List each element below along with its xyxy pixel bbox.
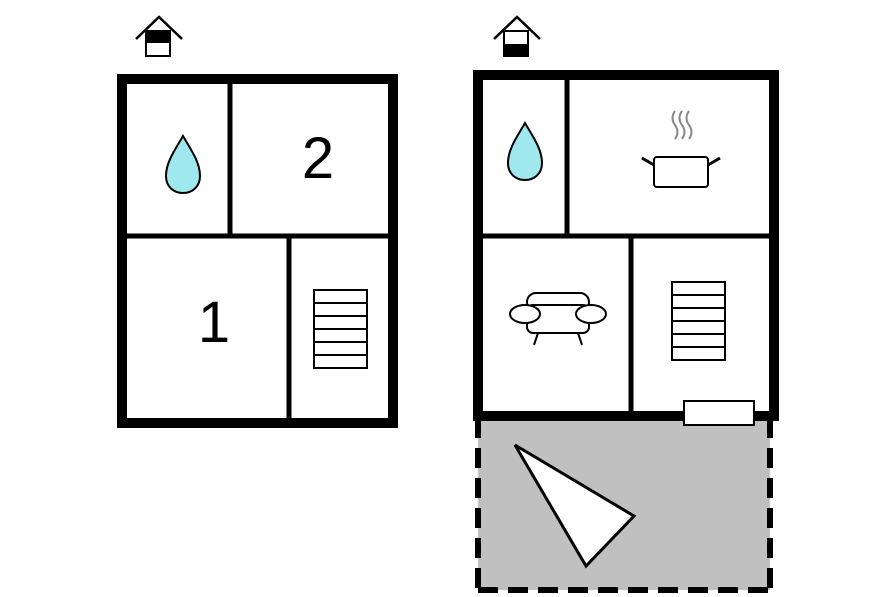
water-drop-icon: [506, 120, 544, 182]
stairs-icon: [671, 281, 726, 361]
room-label-2: 2: [302, 126, 334, 191]
room-label-1: 1: [198, 290, 230, 355]
upper-floor-outer-wall: [117, 74, 398, 428]
house-ground-floor-icon: [493, 15, 541, 57]
upper-floor-plan: 2 1: [117, 74, 398, 428]
ground-floor-plan: [473, 70, 779, 593]
terrace-area: [475, 418, 773, 593]
water-drop-icon: [164, 133, 202, 195]
sun-umbrella-icon: [513, 443, 637, 569]
stairs-icon: [313, 289, 368, 369]
house-upper-floor-icon: [135, 15, 183, 57]
sofa-icon: [509, 292, 607, 346]
terrace-door: [683, 400, 755, 426]
cooking-pot-icon: [641, 110, 721, 188]
